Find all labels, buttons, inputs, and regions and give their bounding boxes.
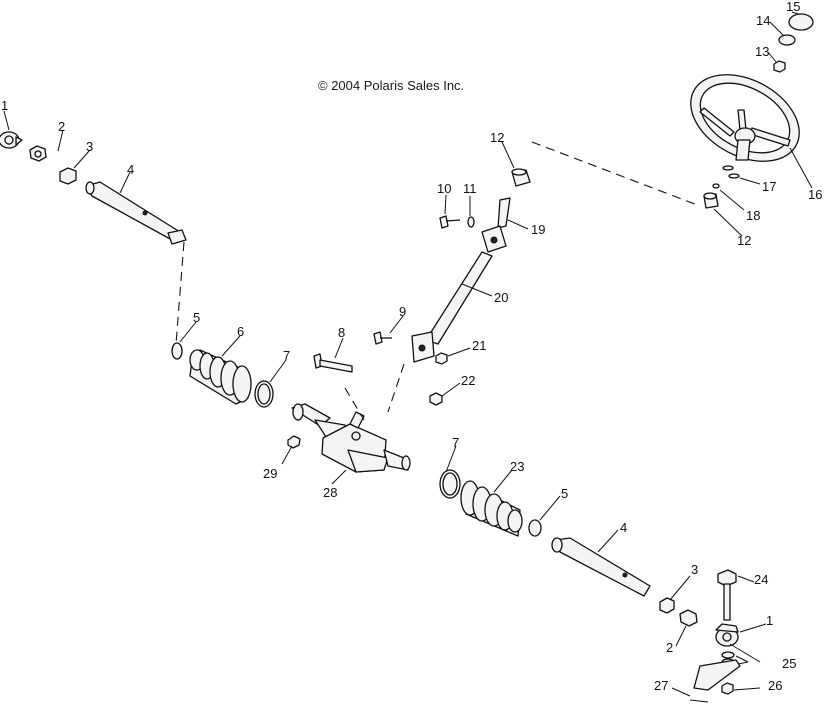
- tie-rod-end-lower[interactable]: [715, 623, 739, 647]
- upper-u-joint[interactable]: [481, 197, 511, 253]
- intermediate-shaft[interactable]: [425, 251, 493, 345]
- leader-lines: [3, 11, 813, 697]
- boot-left[interactable]: [189, 349, 252, 405]
- clamp-large-left[interactable]: [254, 380, 274, 408]
- jam-nut-lower[interactable]: [679, 609, 698, 627]
- callout-5-right: 5: [561, 486, 568, 501]
- callout-13: 13: [755, 44, 769, 59]
- tie-rod-end-upper[interactable]: [0, 131, 23, 149]
- callout-3-upper: 3: [86, 139, 93, 154]
- washer-column[interactable]: [467, 216, 475, 228]
- callout-11: 11: [463, 181, 477, 196]
- inner-tie-rod-upper[interactable]: [85, 181, 187, 245]
- bearing-lower[interactable]: [511, 168, 531, 187]
- callout-12-lower: 12: [737, 233, 751, 248]
- bearing-upper[interactable]: [703, 192, 719, 209]
- bolt-column[interactable]: [439, 215, 461, 229]
- washer-wheel[interactable]: [778, 34, 796, 46]
- callout-8: 8: [338, 325, 345, 340]
- callout-labels: 1 2 3 4 5 6 7 8 9 10 11 12 12 13 14 15 1…: [1, 0, 822, 693]
- callout-14: 14: [756, 13, 770, 28]
- callout-26: 26: [768, 678, 782, 693]
- rack-bolt[interactable]: [287, 435, 301, 449]
- wheel-washers[interactable]: [712, 165, 740, 189]
- callout-28: 28: [323, 485, 337, 500]
- long-bolt[interactable]: [313, 353, 353, 373]
- lock-nut-shaft[interactable]: [435, 352, 448, 365]
- callout-1-upper: 1: [1, 98, 8, 113]
- callout-9: 9: [399, 304, 406, 319]
- pivot-bolt[interactable]: [717, 569, 737, 621]
- steering-arm[interactable]: [693, 659, 741, 691]
- callout-19: 19: [531, 222, 545, 237]
- callout-4-upper: 4: [127, 162, 134, 177]
- boot-right[interactable]: [460, 480, 523, 537]
- inner-tie-rod-lower[interactable]: [551, 537, 651, 597]
- callout-29: 29: [263, 466, 277, 481]
- callout-2-lower: 2: [666, 640, 673, 655]
- lower-u-joint[interactable]: [411, 331, 435, 363]
- clamp-small-right[interactable]: [528, 519, 542, 537]
- horn-cap[interactable]: [788, 13, 814, 31]
- lock-nut-lower[interactable]: [721, 682, 734, 695]
- callout-7-right: 7: [452, 435, 459, 450]
- callout-15: 15: [786, 0, 800, 14]
- callout-25: 25: [782, 656, 796, 671]
- steering-wheel-nut[interactable]: [773, 60, 786, 73]
- clamp-large-right[interactable]: [439, 469, 461, 499]
- callout-21: 21: [472, 338, 486, 353]
- steering-rack-housing[interactable]: [291, 403, 411, 473]
- callout-10: 10: [437, 181, 451, 196]
- callout-17: 17: [762, 179, 776, 194]
- callout-22: 22: [461, 373, 475, 388]
- callout-20: 20: [494, 290, 508, 305]
- callout-2-upper: 2: [58, 119, 65, 134]
- collar-lower[interactable]: [659, 597, 675, 614]
- callout-16: 16: [808, 187, 822, 202]
- clamp-small-left[interactable]: [171, 342, 183, 360]
- bolt-shaft[interactable]: [373, 331, 392, 345]
- steering-wheel[interactable]: [676, 57, 814, 179]
- nut-housing[interactable]: [429, 392, 443, 406]
- callout-23: 23: [510, 459, 524, 474]
- callout-4-lower: 4: [620, 520, 627, 535]
- copyright-notice: © 2004 Polaris Sales Inc.: [318, 78, 465, 93]
- callout-3-lower: 3: [691, 562, 698, 577]
- callout-27: 27: [654, 678, 668, 693]
- collar-upper[interactable]: [59, 167, 77, 185]
- callout-1-lower: 1: [766, 613, 773, 628]
- callout-5-left: 5: [193, 310, 200, 325]
- callout-18: 18: [746, 208, 760, 223]
- callout-24: 24: [754, 572, 768, 587]
- callout-6: 6: [237, 324, 244, 339]
- jam-nut-upper[interactable]: [29, 145, 47, 162]
- cotter-pin[interactable]: [689, 699, 709, 703]
- callout-7-left: 7: [283, 348, 290, 363]
- callout-12-upper: 12: [490, 130, 504, 145]
